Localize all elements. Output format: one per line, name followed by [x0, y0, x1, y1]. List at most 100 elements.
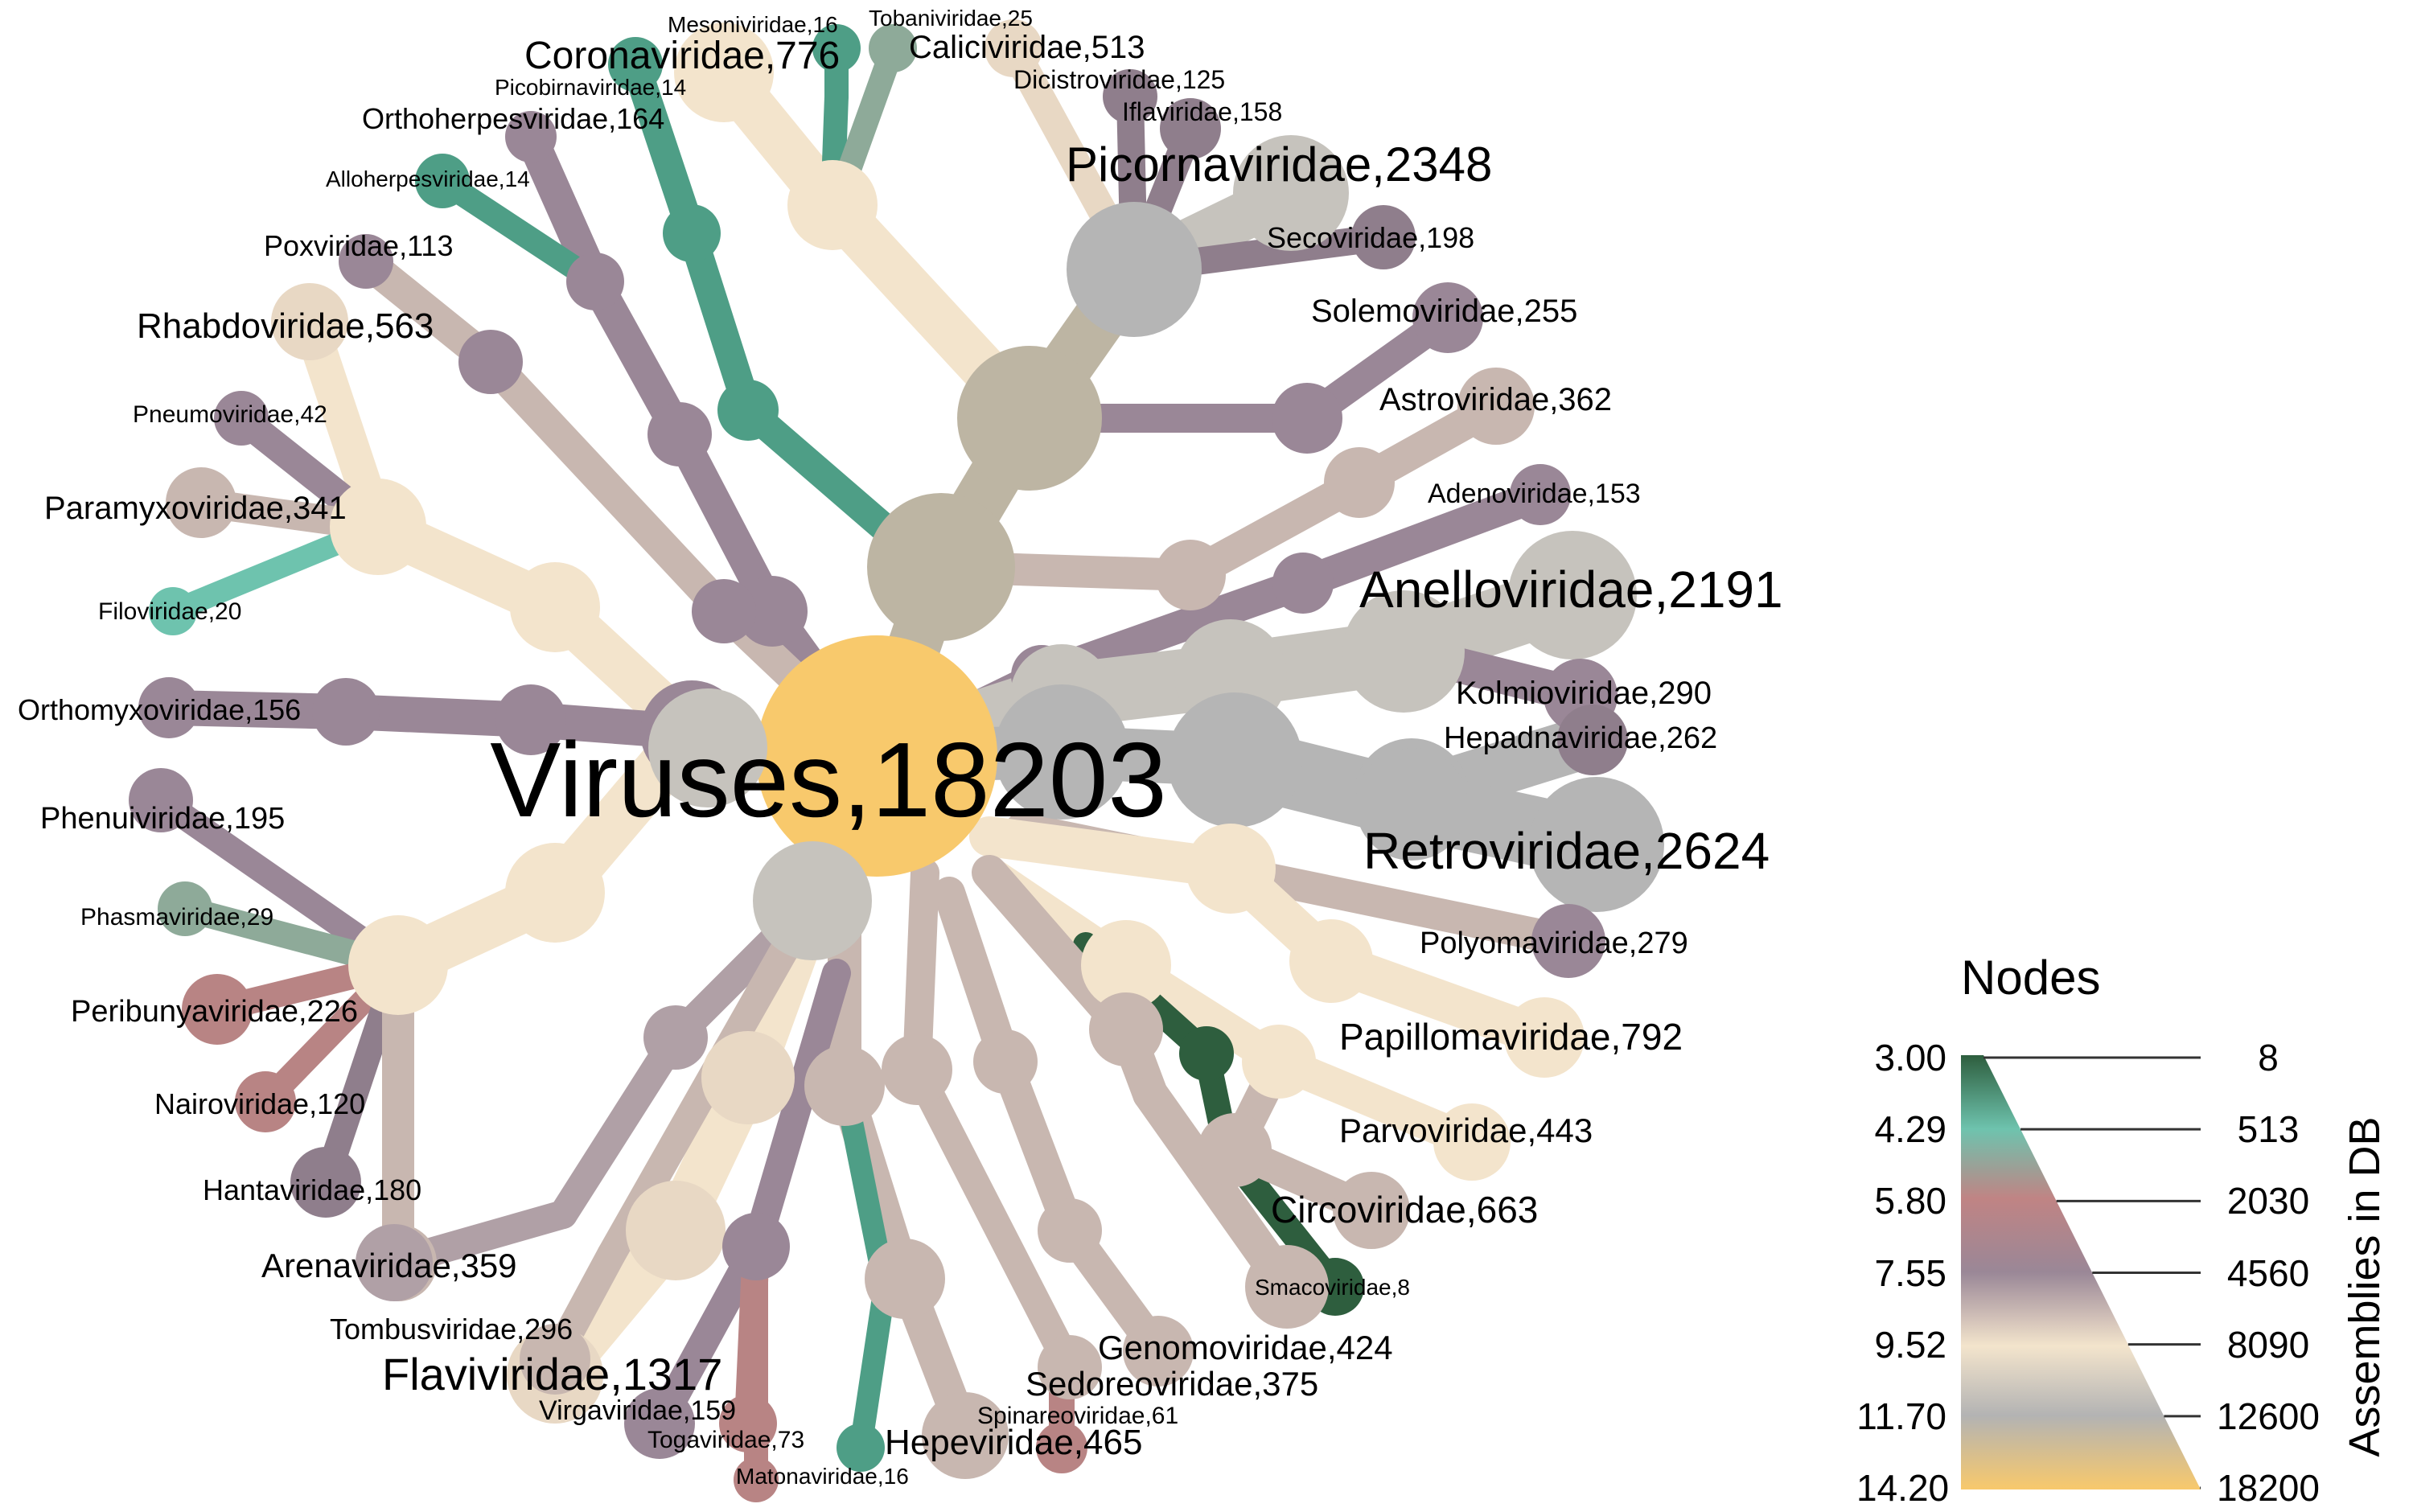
- leaf-node: [608, 37, 663, 92]
- tree-node: [647, 402, 712, 466]
- family-label-spinareoviridae: Spinareoviridae,61: [977, 1403, 1178, 1429]
- leaf-node: [1504, 997, 1585, 1078]
- leaf-node: [719, 1395, 777, 1452]
- legend-graphic: [1961, 1055, 2201, 1489]
- tree-node: [1167, 692, 1302, 828]
- family-label-mesoniviridae: Mesoniviridae,16: [668, 12, 838, 37]
- family-label-retroviridae: Retroviridae,2624: [1363, 822, 1770, 880]
- family-label-poxviridae: Poxviridae,113: [264, 229, 453, 262]
- family-label-virgaviridae: Virgaviridae,159: [539, 1395, 736, 1426]
- family-label-hepeviridae: Hepeviridae,465: [885, 1423, 1142, 1462]
- tree-edge: [1202, 853, 1585, 957]
- tree-node: [1355, 748, 1468, 861]
- leaf-node: [1123, 1316, 1194, 1387]
- tree-node: [495, 684, 566, 755]
- family-label-togaviridae: Togaviridae,73: [647, 1427, 804, 1453]
- tree-node: [717, 380, 779, 441]
- tree-node: [566, 253, 624, 310]
- tree-node: [804, 1046, 885, 1126]
- tree-node: [458, 330, 523, 394]
- legend-title: Nodes: [1961, 951, 2101, 1005]
- leaf-node: [290, 1147, 361, 1218]
- leaf-node: [505, 111, 557, 162]
- leaf-node: [415, 154, 470, 208]
- legend-node-size: 11.70: [1856, 1395, 1946, 1437]
- family-label-polyomaviridae: Polyomaviridae,279: [1420, 927, 1688, 960]
- tree-node: [1198, 1113, 1272, 1187]
- legend-assembly-count: 8: [2258, 1037, 2279, 1079]
- family-label-coronaviridae: Coronaviridae,776: [524, 35, 840, 77]
- tree-node: [312, 678, 380, 746]
- leaf-node: [624, 1388, 695, 1459]
- leaf-node: [869, 24, 917, 72]
- leaf-node: [1036, 1422, 1087, 1473]
- leaf-node: [1160, 98, 1221, 159]
- family-label-hantaviridae: Hantaviridae,180: [203, 1173, 421, 1206]
- tree-node: [1089, 992, 1163, 1066]
- legend-node-size: 14.20: [1856, 1467, 1950, 1509]
- leaf-node: [985, 19, 1042, 77]
- tree-edge: [430, 169, 607, 294]
- family-label-tobaniviridae: Tobaniviridae,25: [869, 6, 1033, 31]
- leaf-node: [1557, 705, 1628, 775]
- tree-node: [1272, 553, 1334, 614]
- family-label-tombusviridae: Tombusviridae,296: [330, 1313, 573, 1346]
- tree-nodes: [129, 19, 1664, 1502]
- leaf-node: [1508, 531, 1637, 659]
- legend-node-size: 9.52: [1874, 1323, 1946, 1366]
- tree-edge: [677, 219, 763, 425]
- tree-node: [643, 1005, 708, 1070]
- legend-axis-title: Assemblies in DB: [2341, 1116, 2389, 1457]
- family-label-astroviridae: Astroviridae,362: [1379, 382, 1612, 417]
- family-label-rhabdoviridae: Rhabdoviridae,563: [137, 306, 434, 346]
- tree-node: [1324, 447, 1395, 518]
- family-label-secoviridae: Secoviridae,198: [1267, 221, 1474, 254]
- legend-assembly-count: 12600: [2217, 1395, 2320, 1437]
- legend-node-size: 4.29: [1874, 1108, 1946, 1151]
- tree-node: [1242, 1025, 1316, 1099]
- leaf-node: [214, 391, 269, 446]
- leaf-node: [1351, 205, 1416, 269]
- tree-edge: [475, 346, 740, 627]
- root-label: Viruses,18203: [490, 721, 1167, 839]
- family-label-circoviridae: Circoviridae,663: [1271, 1189, 1538, 1231]
- tree-edge: [621, 50, 706, 248]
- family-label-nairoviridae: Nairoviridae,120: [154, 1087, 365, 1120]
- leaf-node: [356, 1224, 433, 1301]
- family-label-adenoviridae: Adenoviridae,153: [1428, 479, 1641, 509]
- leaf-node: [1531, 904, 1605, 978]
- tree-node: [663, 204, 721, 262]
- leaf-node: [1067, 202, 1202, 337]
- leaf-node: [1529, 777, 1664, 912]
- leaf-node: [138, 677, 199, 738]
- tree-edge: [902, 1055, 1084, 1382]
- leaf-node: [271, 283, 348, 360]
- tree-node: [882, 1034, 952, 1105]
- leaf-node: [129, 768, 193, 832]
- legend-assembly-count: 513: [2237, 1108, 2300, 1151]
- leaf-node: [1103, 69, 1157, 124]
- tree-node: [973, 1029, 1038, 1094]
- legend-node-size: 3.00: [1874, 1037, 1946, 1079]
- tree-node: [648, 688, 767, 807]
- family-label-dicistroviridae: Dicistroviridae,125: [1013, 65, 1225, 94]
- family-label-caliciviridae: Caliciviridae,513: [909, 30, 1145, 65]
- family-label-hepadnaviridae: Hepadnaviridae,262: [1444, 721, 1717, 755]
- leaf-node: [812, 24, 861, 72]
- family-label-phasmaviridae: Phasmaviridae,29: [80, 904, 273, 931]
- legend-gradient-wedge: [1961, 1055, 2201, 1489]
- family-label-smacoviridae: Smacoviridae,8: [1255, 1275, 1410, 1300]
- tree-node: [510, 562, 600, 652]
- family-label-iflaviridae: Iflaviridae,158: [1122, 97, 1282, 126]
- leaf-node: [922, 1392, 1009, 1479]
- legend-node-size: 7.55: [1874, 1251, 1946, 1294]
- leaf-node: [1038, 1335, 1102, 1399]
- tree-node: [1155, 540, 1226, 610]
- family-label-matonaviridae: Matonaviridae,16: [736, 1464, 909, 1489]
- tree-node: [753, 841, 872, 960]
- tree-node: [787, 160, 878, 250]
- tree-labels: Picornaviridae,2348Anelloviridae,2191Ret…: [18, 6, 1783, 1489]
- leaf-node: [1510, 464, 1571, 525]
- tree-node: [692, 579, 756, 643]
- tree-node: [1272, 383, 1342, 454]
